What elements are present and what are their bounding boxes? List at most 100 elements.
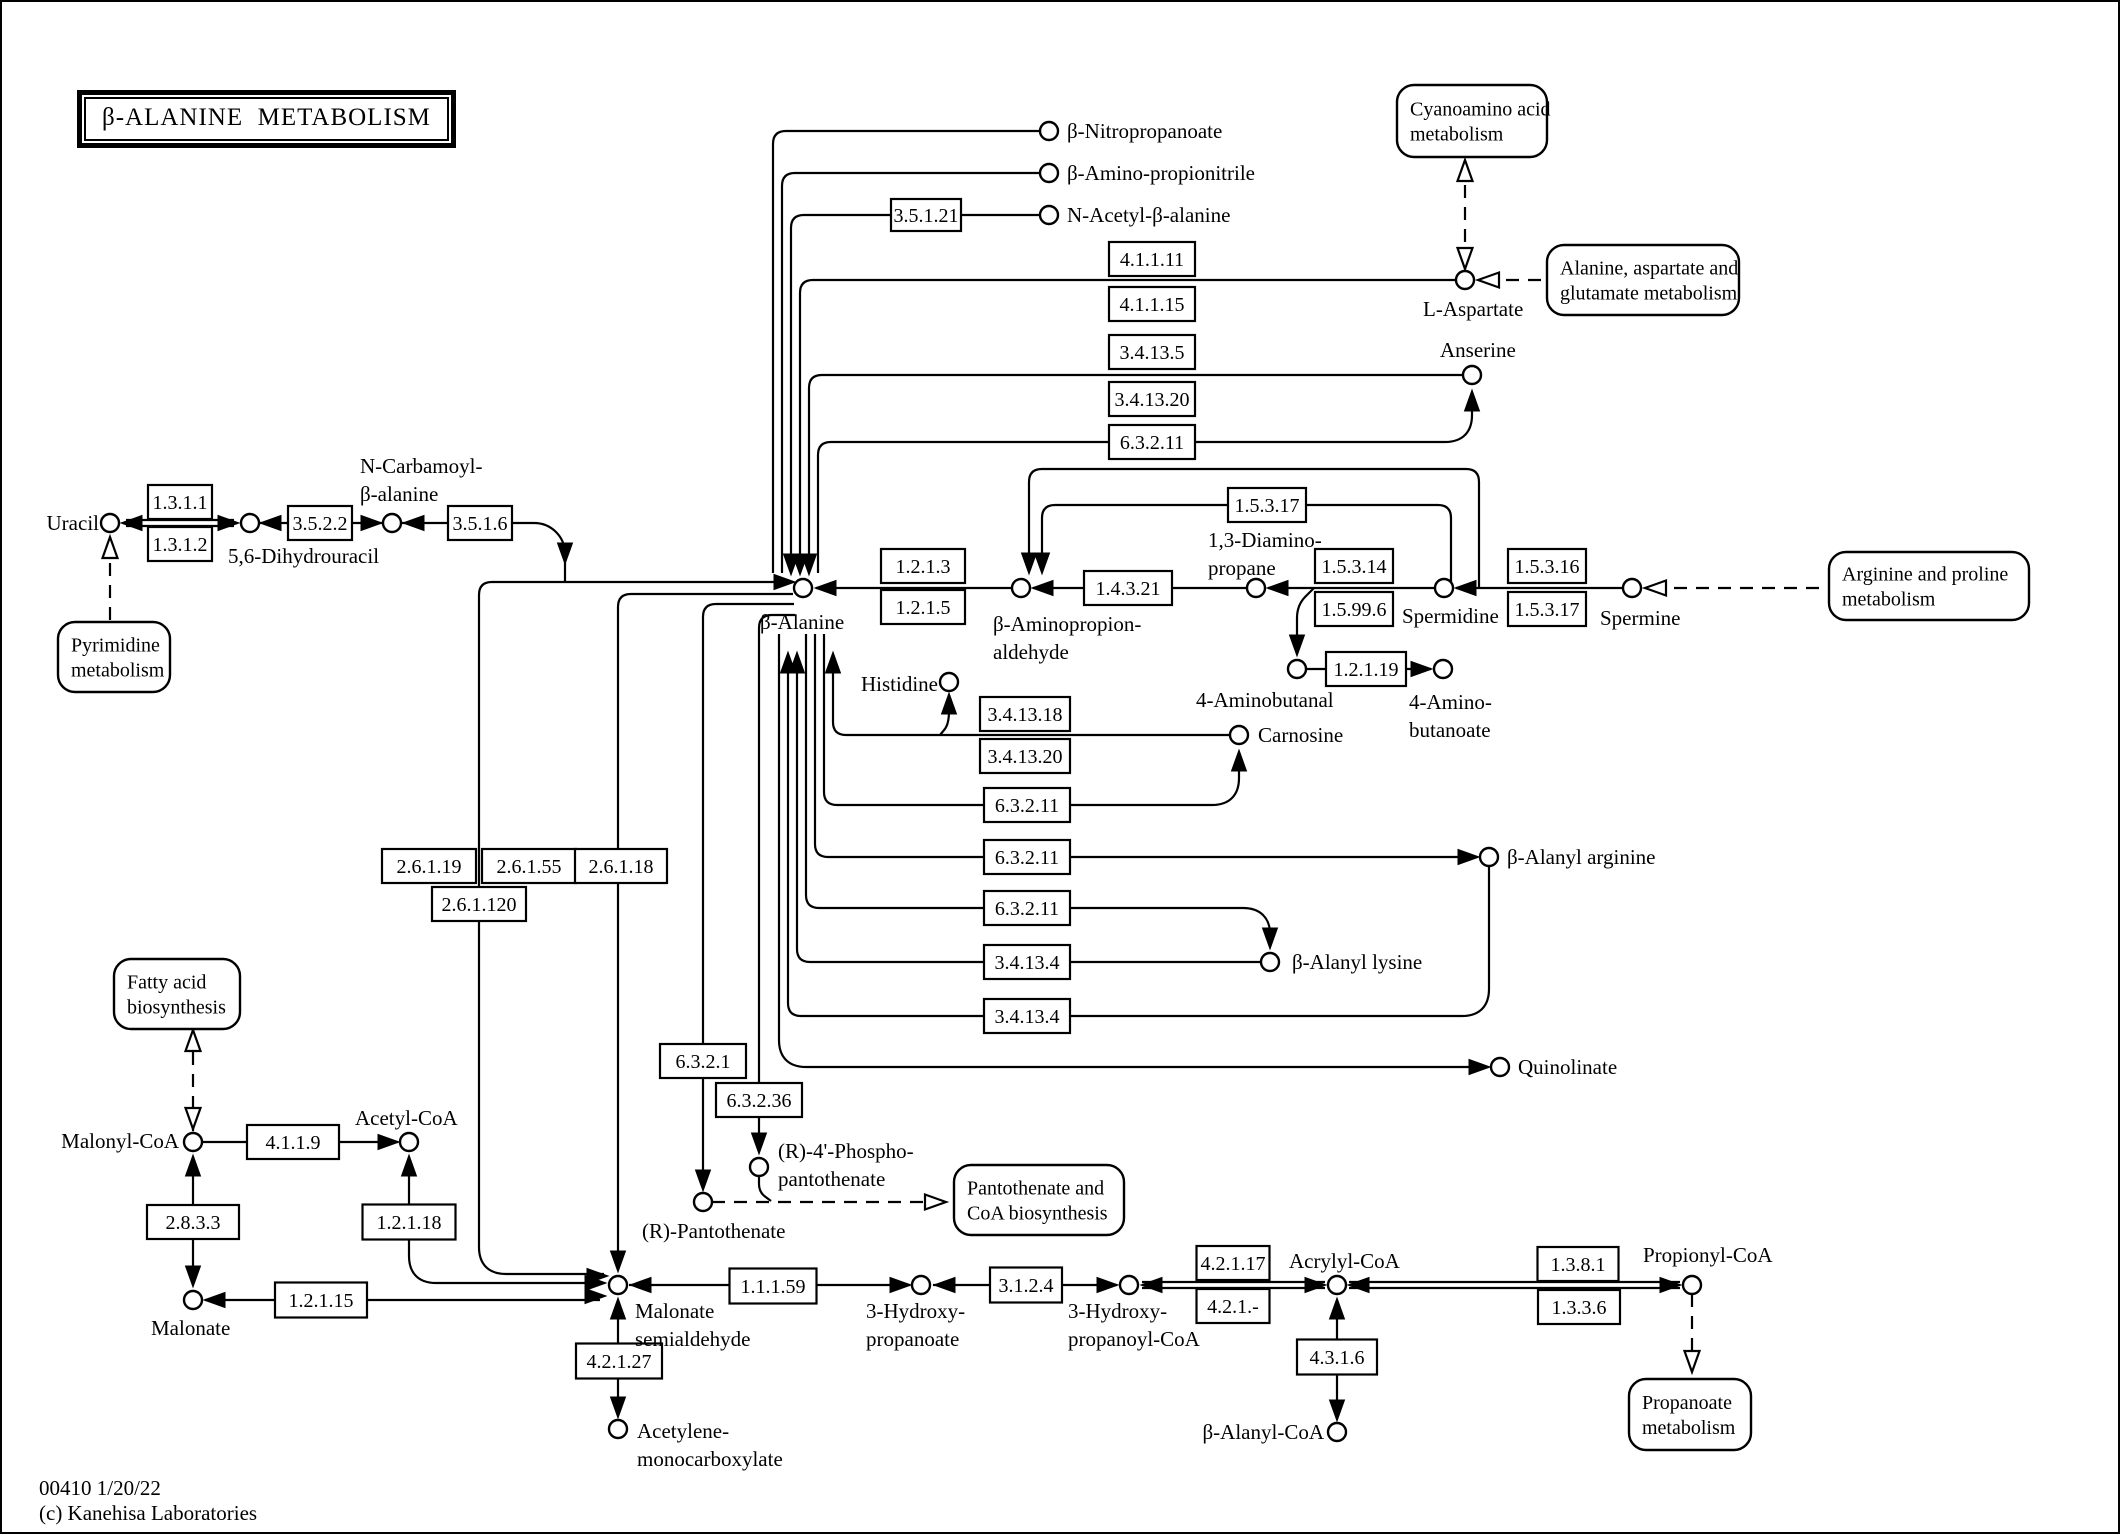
compound-1-3-diaminopropane[interactable] bbox=[1245, 577, 1267, 599]
enzyme-box-3-5-2-2[interactable] bbox=[286, 504, 354, 542]
compound-label-uracil-0: Uracil bbox=[47, 511, 100, 535]
enzyme-label-3-4-13-4: 3.4.13.4 bbox=[995, 1006, 1060, 1028]
arrowhead-carnosine-beta-alanine-0 bbox=[824, 650, 842, 674]
enzyme-box-6-3-2-11[interactable] bbox=[982, 786, 1072, 824]
enzyme-box-1-5-99-6[interactable] bbox=[1313, 590, 1395, 628]
compound-spermine[interactable] bbox=[1621, 577, 1643, 599]
enzyme-box-1-2-1-19[interactable] bbox=[1324, 650, 1408, 688]
arrowhead-propionylcoa-propanoate-0 bbox=[1682, 1349, 1702, 1376]
enzyme-box-4-2-1--[interactable] bbox=[1195, 1287, 1271, 1325]
compound-n-acetyl-beta-alanine[interactable] bbox=[1038, 204, 1060, 226]
enzyme-box-4-3-1-6[interactable] bbox=[1295, 1338, 1379, 1376]
enzyme-box-1-5-3-14[interactable] bbox=[1313, 547, 1395, 585]
pathway-box-pantothenate-coa-biosynthesis[interactable] bbox=[952, 1163, 1126, 1237]
compound-3-hydroxypropanoate[interactable] bbox=[910, 1274, 932, 1296]
enzyme-box-3-4-13-20[interactable] bbox=[978, 737, 1072, 775]
compound-5-6-dihydrouracil[interactable] bbox=[239, 512, 261, 534]
compound-label-beta-alanyl-lysine-0: β-Alanyl lysine bbox=[1292, 950, 1422, 974]
compound-beta-alanyl-lysine[interactable] bbox=[1259, 951, 1281, 973]
compound-carnosine[interactable] bbox=[1228, 724, 1250, 746]
compound-r-pantothenate[interactable] bbox=[692, 1191, 714, 1213]
compound-quinolinate[interactable] bbox=[1489, 1056, 1511, 1078]
compound-label-beta-aminopropionaldehyde-0: β-Aminopropion- bbox=[993, 612, 1141, 636]
compound-beta-alanyl-coa[interactable] bbox=[1326, 1421, 1348, 1443]
enzyme-box-4-1-1-11[interactable] bbox=[1107, 240, 1197, 278]
compound-malonate-semialdehyde[interactable] bbox=[607, 1274, 629, 1296]
compound-beta-aminopropionaldehyde[interactable] bbox=[1010, 577, 1032, 599]
enzyme-label-1-3-1-2: 1.3.1.2 bbox=[153, 534, 208, 556]
enzyme-box-1-5-3-16[interactable] bbox=[1506, 547, 1588, 585]
enzyme-box-1-4-3-21[interactable] bbox=[1082, 569, 1174, 607]
enzyme-label-1-3-3-6: 1.3.3.6 bbox=[1552, 1297, 1607, 1319]
compound-label-malonate-0: Malonate bbox=[151, 1316, 230, 1340]
enzyme-box-3-4-13-4[interactable] bbox=[982, 943, 1072, 981]
compound-anserine[interactable] bbox=[1461, 364, 1483, 386]
compound-beta-alanine[interactable] bbox=[792, 577, 814, 599]
compound-label-r-4-phosphopantothenate-1: pantothenate bbox=[778, 1167, 885, 1191]
enzyme-box-2-6-1-55[interactable] bbox=[480, 847, 578, 885]
compound-histidine[interactable] bbox=[938, 671, 960, 693]
enzyme-box-2-6-1-19[interactable] bbox=[380, 847, 478, 885]
compound-label-acetylene-monocarboxylate-1: monocarboxylate bbox=[637, 1447, 783, 1471]
enzyme-box-3-5-1-6[interactable] bbox=[446, 504, 514, 542]
compound-malonyl-coa[interactable] bbox=[182, 1131, 204, 1153]
compound-uracil[interactable] bbox=[99, 512, 121, 534]
enzyme-box-4-2-1-27[interactable] bbox=[574, 1342, 664, 1380]
compound-l-aspartate[interactable] bbox=[1454, 269, 1476, 291]
enzyme-box-1-1-1-59[interactable] bbox=[728, 1267, 818, 1305]
enzyme-box-1-5-3-17[interactable] bbox=[1226, 486, 1308, 524]
enzyme-box-4-1-1-9[interactable] bbox=[245, 1123, 341, 1161]
compound-spermidine[interactable] bbox=[1433, 577, 1455, 599]
enzyme-box-2-6-1-18[interactable] bbox=[573, 847, 669, 885]
compound-4-aminobutanoate[interactable] bbox=[1432, 658, 1454, 680]
enzyme-box-1-5-3-17[interactable] bbox=[1506, 590, 1588, 628]
compound-acrylyl-coa[interactable] bbox=[1326, 1274, 1348, 1296]
compound-propionyl-coa[interactable] bbox=[1681, 1274, 1703, 1296]
enzyme-box-1-3-8-1[interactable] bbox=[1536, 1245, 1620, 1283]
pathway-box-pyrimidine-metabolism[interactable] bbox=[56, 620, 172, 694]
enzyme-box-2-8-3-3[interactable] bbox=[145, 1203, 241, 1241]
enzyme-box-1-3-3-6[interactable] bbox=[1536, 1288, 1622, 1326]
compound-beta-alanyl-arginine[interactable] bbox=[1478, 846, 1500, 868]
pathway-box-cyanoamino-acid-metabolism[interactable] bbox=[1395, 83, 1549, 159]
enzyme-box-1-3-1-2[interactable] bbox=[146, 525, 214, 563]
compound-4-aminobutanal[interactable] bbox=[1286, 658, 1308, 680]
enzyme-box-4-1-1-15[interactable] bbox=[1107, 285, 1197, 323]
enzyme-box-3-1-2-4[interactable] bbox=[988, 1266, 1064, 1304]
pathway-box-fatty-acid-biosynthesis[interactable] bbox=[112, 957, 242, 1031]
enzyme-box-6-3-2-36[interactable] bbox=[714, 1081, 804, 1119]
compound-n-carbamoyl-beta-alanine[interactable] bbox=[381, 512, 403, 534]
enzyme-box-6-3-2-11[interactable] bbox=[1107, 423, 1197, 461]
enzyme-box-3-4-13-5[interactable] bbox=[1107, 333, 1197, 371]
compound-beta-amino-propionitrile[interactable] bbox=[1038, 162, 1060, 184]
compound-beta-nitropropanoate[interactable] bbox=[1038, 120, 1060, 142]
enzyme-box-1-2-1-3[interactable] bbox=[879, 547, 967, 585]
enzyme-box-6-3-2-11[interactable] bbox=[982, 889, 1072, 927]
enzyme-label-6-3-2-11: 6.3.2.11 bbox=[1120, 432, 1184, 454]
enzyme-box-6-3-2-1[interactable] bbox=[658, 1042, 748, 1080]
arrowhead-balanyl-arginine-beta-alanine-0 bbox=[779, 650, 797, 674]
enzyme-box-2-6-1-120[interactable] bbox=[430, 885, 528, 923]
arrowhead-beta-alanine-msa-1-0 bbox=[773, 573, 797, 591]
compound-acetylene-monocarboxylate[interactable] bbox=[607, 1418, 629, 1440]
pathway-box-propanoate-metabolism[interactable] bbox=[1627, 1377, 1753, 1452]
edge-beta-alanine-anserine bbox=[816, 394, 1474, 573]
enzyme-box-4-2-1-17[interactable] bbox=[1195, 1244, 1271, 1282]
pathway-box-label-alanine-aspartate-glutamate-metabolism-0: Alanine, aspartate and bbox=[1560, 258, 1738, 280]
enzyme-box-3-4-13-4[interactable] bbox=[982, 997, 1072, 1035]
compound-r-4-phosphopantothenate[interactable] bbox=[748, 1156, 770, 1178]
compound-acetyl-coa[interactable] bbox=[398, 1131, 420, 1153]
compound-malonate[interactable] bbox=[182, 1289, 204, 1311]
enzyme-box-3-4-13-18[interactable] bbox=[978, 695, 1072, 733]
compound-3-hydroxypropanoyl-coa[interactable] bbox=[1118, 1274, 1140, 1296]
enzyme-box-3-5-1-21[interactable] bbox=[889, 197, 963, 233]
enzyme-box-1-2-1-5[interactable] bbox=[879, 588, 967, 626]
enzyme-box-6-3-2-11[interactable] bbox=[982, 838, 1072, 876]
enzyme-box-1-2-1-15[interactable] bbox=[273, 1281, 369, 1319]
enzyme-box-1-3-1-1[interactable] bbox=[146, 483, 214, 521]
enzyme-box-3-4-13-20[interactable] bbox=[1107, 380, 1197, 418]
arrowhead-ncba-beta-alanine-0 bbox=[401, 514, 425, 532]
enzyme-box-1-2-1-18[interactable] bbox=[361, 1203, 457, 1241]
pathway-box-arginine-proline-metabolism[interactable] bbox=[1827, 550, 2031, 622]
pathway-box-alanine-aspartate-glutamate-metabolism[interactable] bbox=[1545, 243, 1741, 317]
